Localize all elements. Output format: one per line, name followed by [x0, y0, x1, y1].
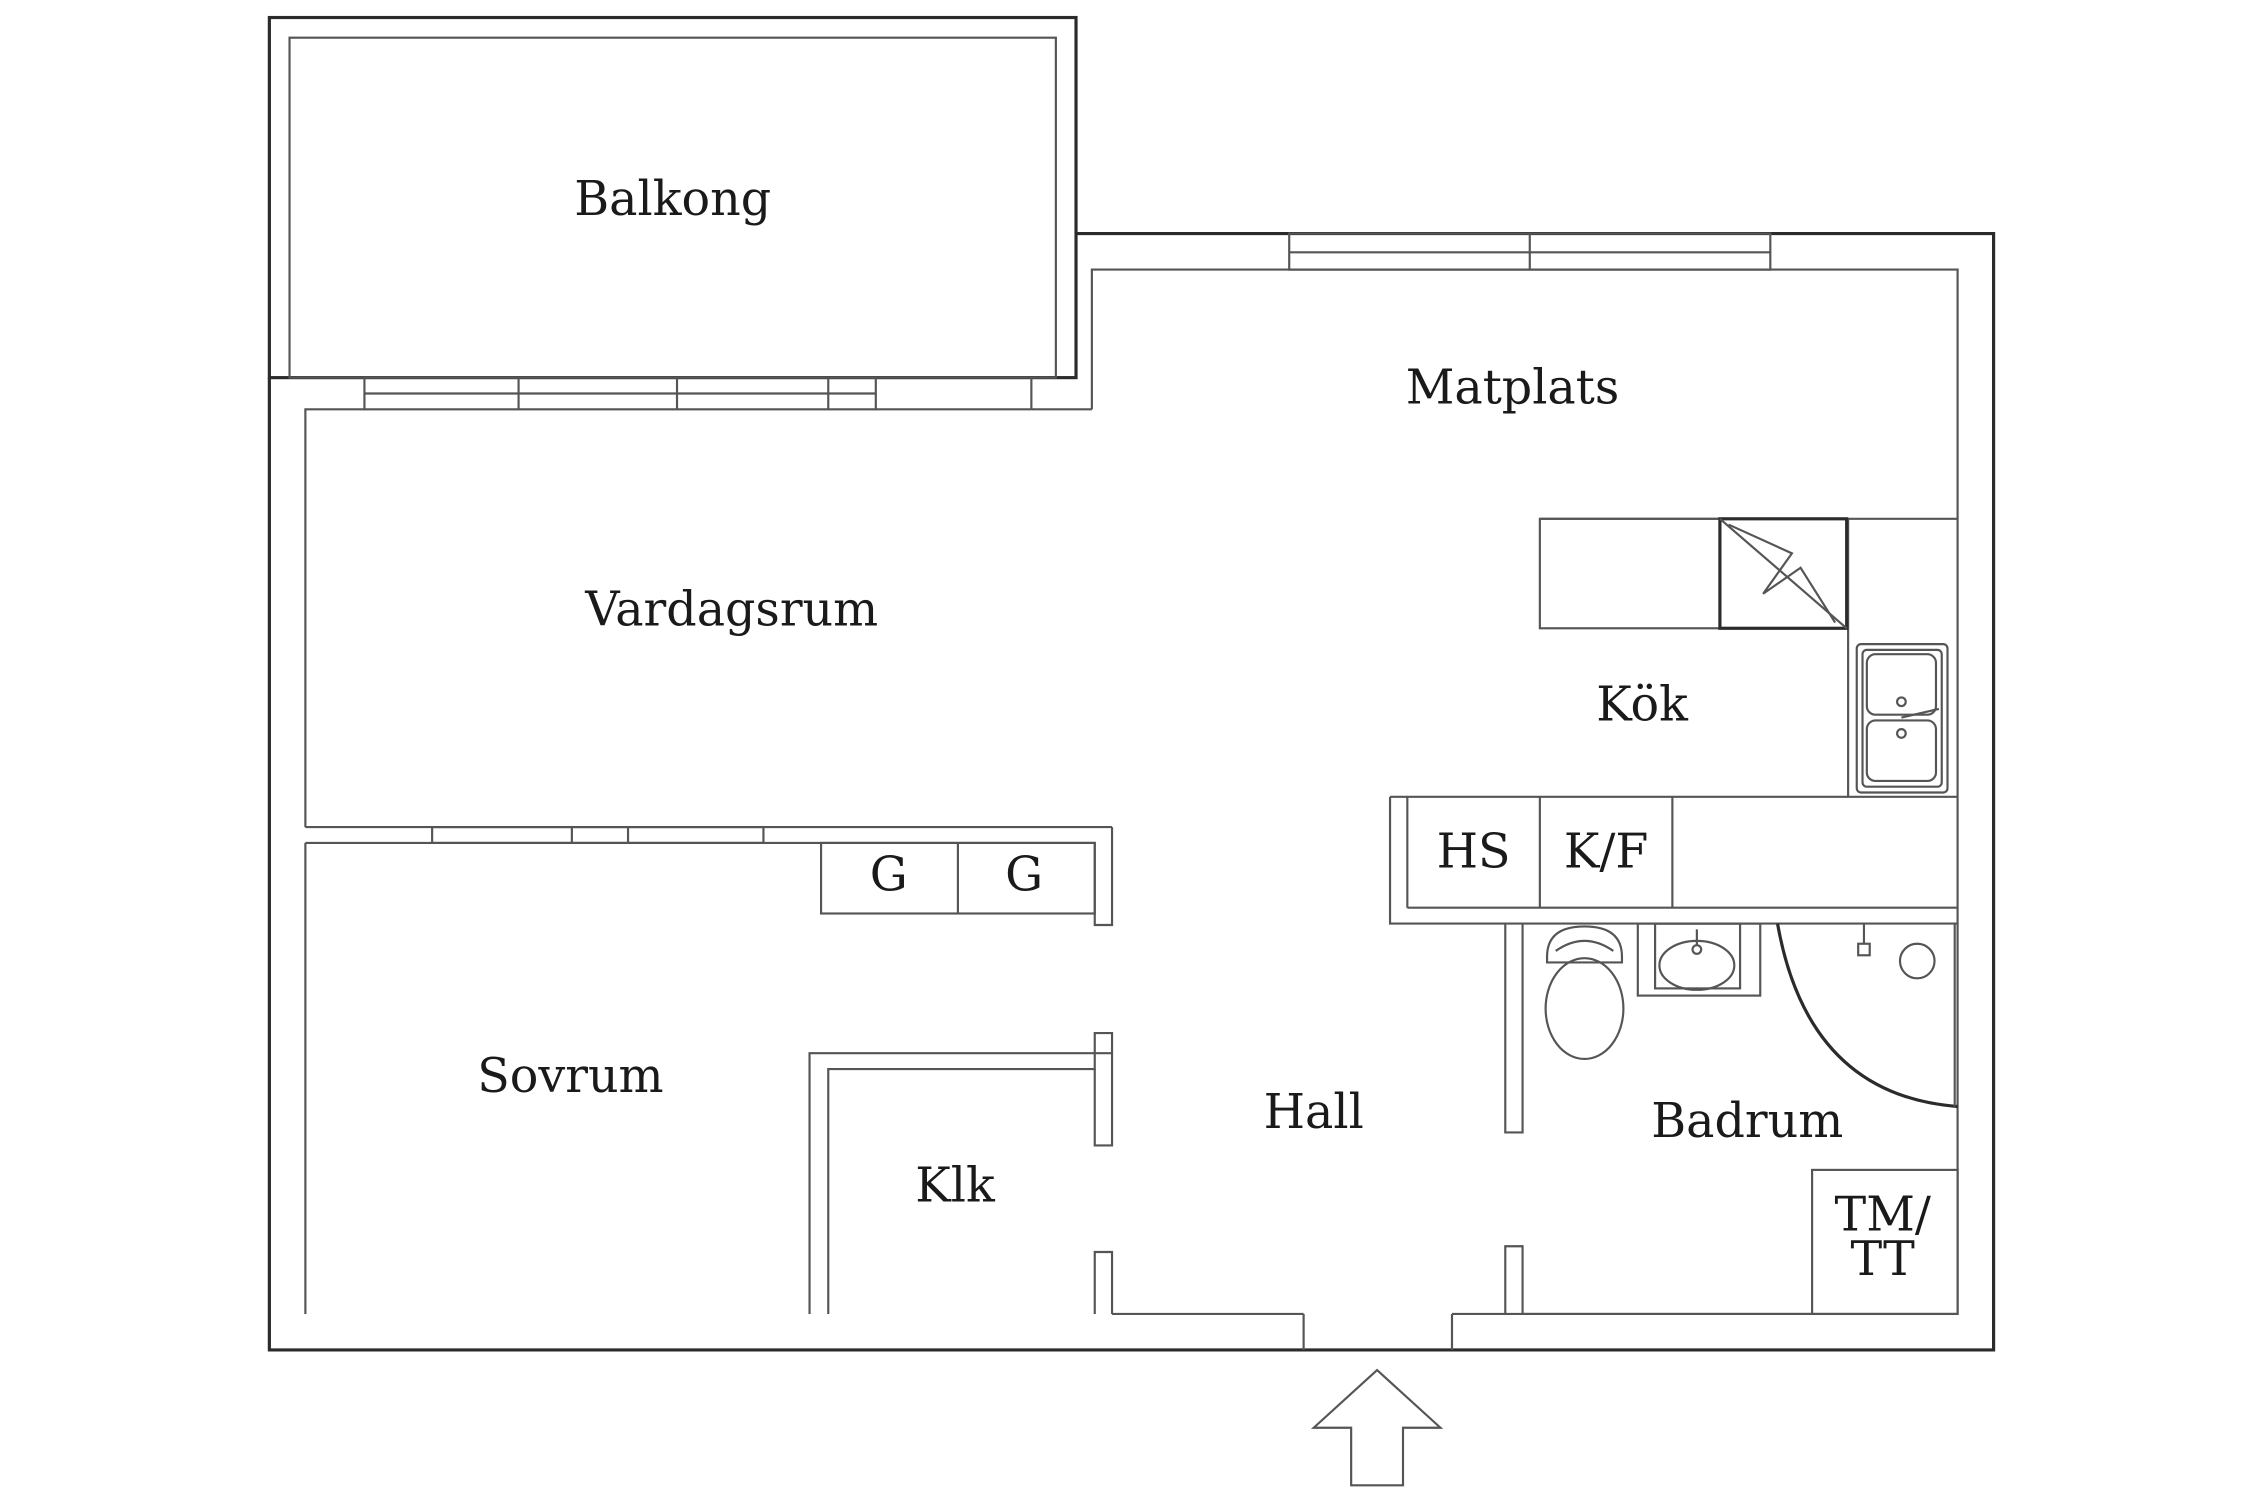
sink-icon [1855, 643, 1949, 794]
fixture-label-kf: K/F [1564, 824, 1648, 879]
toilet-icon [1544, 925, 1625, 1061]
stove-icon [1718, 517, 1849, 630]
fixture-label-tm-line2: TT [1851, 1232, 1916, 1287]
closet-walls [808, 1031, 1114, 1314]
wardrobe-label-2: G [1005, 847, 1043, 902]
room-label-vardagsrum: Vardagsrum [584, 582, 878, 637]
washbasin-icon [1636, 922, 1762, 997]
floor-drain-icon [1898, 942, 1936, 980]
room-label-badrum: Badrum [1651, 1094, 1843, 1149]
bathroom-walls [1504, 923, 1959, 1316]
room-label-balkong: Balkong [574, 172, 771, 227]
wardrobes [819, 841, 1096, 915]
room-label-sovrum: Sovrum [477, 1049, 663, 1104]
fixture-label-hs: HS [1437, 824, 1511, 879]
fixture-label-tm-line1: TM/ [1835, 1187, 1932, 1242]
room-label-matplats: Matplats [1406, 361, 1620, 416]
room-label-hall: Hall [1264, 1085, 1364, 1140]
room-label-klk: Klk [915, 1159, 996, 1214]
wardrobe-label-1: G [870, 847, 908, 902]
shower-icon [1775, 923, 1958, 1109]
windows [363, 232, 1772, 411]
partition-living-bedroom [305, 825, 1114, 927]
room-label-kok: Kök [1596, 677, 1689, 732]
entrance-arrow-icon [1310, 1368, 1444, 1487]
outer-walls [267, 232, 1996, 1352]
